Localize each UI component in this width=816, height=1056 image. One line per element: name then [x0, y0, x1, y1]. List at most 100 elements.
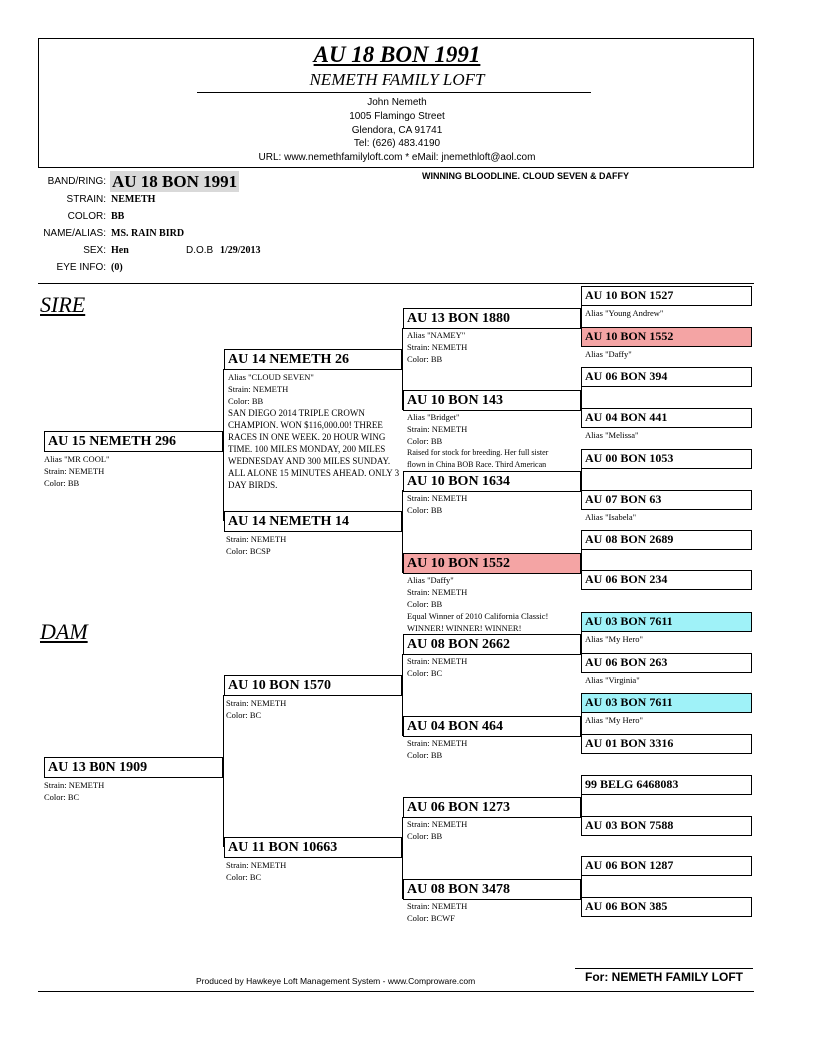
gen2-strain-1: Strain: NEMETH [228, 384, 289, 394]
gen4-alias-4: Alias "Melissa" [585, 430, 639, 440]
gen2-alias-1: Alias "CLOUD SEVEN" [228, 372, 314, 382]
header-box: AU 18 BON 1991 NEMETH FAMILY LOFT John N… [38, 38, 754, 168]
gen3-band-1[interactable]: AU 13 BON 1880 [403, 308, 581, 329]
gen4-band-10[interactable]: AU 06 BON 263 [581, 653, 752, 673]
gen3-strain-5: Strain: NEMETH [407, 656, 468, 666]
gen3-band-4[interactable]: AU 10 BON 1552 [403, 553, 581, 574]
dob-label: D.O.B [186, 245, 214, 256]
gen2-band-1[interactable]: AU 14 NEMETH 26 [224, 349, 402, 370]
gen4-alias-1: Alias "Young Andrew" [585, 308, 664, 318]
gen3-band-2[interactable]: AU 10 BON 143 [403, 390, 581, 411]
connector [581, 866, 582, 907]
gen2-info-1: Alias "CLOUD SEVEN" Strain: NEMETH Color… [228, 371, 402, 491]
owner-city: Glendora, CA 91741 [351, 124, 443, 136]
band-value: AU 18 BON 1991 [110, 171, 240, 192]
gen4-band-1[interactable]: AU 10 BON 1527 [581, 286, 752, 306]
gen4-band-13[interactable]: 99 BELG 6468083 [581, 775, 752, 795]
gen3-info-3: Strain: NEMETH Color: BB [407, 492, 467, 516]
sire-info: Alias "MR COOL" Strain: NEMETH Color: BB [44, 453, 110, 489]
dam-band[interactable]: AU 13 B0N 1909 [44, 757, 223, 778]
gen3-strain-4: Strain: NEMETH [407, 587, 468, 597]
gen2-color-1: Color: BB [228, 396, 264, 406]
owner-tel: Tel: (626) 483.4190 [353, 138, 441, 150]
gen3-color-6: Color: BB [407, 750, 443, 760]
sire-strain: Strain: NEMETH [44, 466, 105, 476]
gen2-band-2[interactable]: AU 14 NEMETH 14 [224, 511, 402, 532]
eye-label: EYE INFO: [56, 262, 106, 273]
gen3-notes-4b: WINNER! WINNER! WINNER! [407, 623, 522, 633]
gen4-alias-10: Alias "Virginia" [585, 675, 640, 685]
gen3-band-8[interactable]: AU 08 BON 3478 [403, 879, 581, 900]
gen4-band-2[interactable]: AU 10 BON 1552 [581, 327, 752, 347]
name-value: MS. RAIN BIRD [111, 228, 185, 239]
info-divider [38, 283, 754, 284]
sire-band[interactable]: AU 15 NEMETH 296 [44, 431, 223, 452]
gen4-alias-6: Alias "Isabela" [585, 512, 637, 522]
gen4-band-8[interactable]: AU 06 BON 234 [581, 570, 752, 590]
gen4-band-15[interactable]: AU 06 BON 1287 [581, 856, 752, 876]
gen3-info-8: Strain: NEMETH Color: BCWF [407, 900, 467, 924]
gen3-info-2: Alias "Bridget" Strain: NEMETH Color: BB… [407, 411, 581, 471]
gen3-info-5: Strain: NEMETH Color: BC [407, 655, 467, 679]
connector [402, 328, 403, 410]
gen3-band-6[interactable]: AU 04 BON 464 [403, 716, 581, 737]
connector [581, 296, 582, 337]
gen2-color-2: Color: BCSP [226, 546, 271, 556]
footer-divider [38, 991, 754, 992]
gen4-band-3[interactable]: AU 06 BON 394 [581, 367, 752, 387]
gen3-color-4: Color: BB [407, 599, 443, 609]
gen3-band-5[interactable]: AU 08 BON 2662 [403, 634, 581, 655]
gen2-strain-4: Strain: NEMETH [226, 860, 287, 870]
gen3-band-3[interactable]: AU 10 BON 1634 [403, 471, 581, 492]
sex-value: Hen [111, 245, 129, 256]
for-loft: For: NEMETH FAMILY LOFT [575, 968, 753, 984]
strain-label: STRAIN: [66, 194, 106, 205]
gen3-color-3: Color: BB [407, 505, 443, 515]
owner-street: 1005 Flamingo Street [349, 110, 445, 122]
gen4-alias-11: Alias "My Hero" [585, 715, 643, 725]
gen3-info-6: Strain: NEMETH Color: BB [407, 737, 467, 761]
gen3-strain-1: Strain: NEMETH [407, 342, 468, 352]
name-label: NAME/ALIAS: [43, 228, 106, 239]
gen4-band-5[interactable]: AU 00 BON 1053 [581, 449, 752, 469]
connector [402, 490, 403, 573]
gen2-band-4[interactable]: AU 11 BON 10663 [224, 837, 402, 858]
gen4-band-16[interactable]: AU 06 BON 385 [581, 897, 752, 917]
gen3-strain-8: Strain: NEMETH [407, 901, 468, 911]
gen4-band-9[interactable]: AU 03 BON 7611 [581, 612, 752, 632]
gen3-info-4: Alias "Daffy" Strain: NEMETH Color: BB E… [407, 574, 582, 634]
gen4-alias-2: Alias "Daffy" [585, 349, 632, 359]
gen4-band-14[interactable]: AU 03 BON 7588 [581, 816, 752, 836]
dam-strain: Strain: NEMETH [44, 780, 105, 790]
gen2-color-4: Color: BC [226, 872, 262, 882]
dam-info: Strain: NEMETH Color: BC [44, 779, 104, 803]
gen3-notes-2b: flown in China BOB Race. Third American [407, 460, 547, 469]
gen4-band-7[interactable]: AU 08 BON 2689 [581, 530, 752, 550]
gen2-info-2: Strain: NEMETH Color: BCSP [226, 533, 286, 557]
connector [581, 540, 582, 581]
gen2-strain-2: Strain: NEMETH [226, 534, 287, 544]
dam-color: Color: BC [44, 792, 80, 802]
gen3-alias-1: Alias "NAMEY" [407, 330, 466, 340]
gen4-band-12[interactable]: AU 01 BON 3316 [581, 734, 752, 754]
gen2-color-3: Color: BC [226, 710, 262, 720]
gen3-strain-6: Strain: NEMETH [407, 738, 468, 748]
gen3-strain-3: Strain: NEMETH [407, 493, 468, 503]
gen3-band-7[interactable]: AU 06 BON 1273 [403, 797, 581, 818]
connector [581, 622, 582, 663]
gen4-band-6[interactable]: AU 07 BON 63 [581, 490, 752, 510]
gen3-info-7: Strain: NEMETH Color: BB [407, 818, 467, 842]
gen2-band-3[interactable]: AU 10 BON 1570 [224, 675, 402, 696]
dob-value: 1/29/2013 [220, 245, 261, 256]
dam-heading: DAM [40, 619, 88, 644]
gen3-strain-2: Strain: NEMETH [407, 424, 468, 434]
gen2-strain-3: Strain: NEMETH [226, 698, 287, 708]
strain-value: NEMETH [111, 194, 156, 205]
color-label: COLOR: [67, 211, 106, 222]
gen2-info-3: Strain: NEMETH Color: BC [226, 697, 286, 721]
gen4-band-4[interactable]: AU 04 BON 441 [581, 408, 752, 428]
connector [223, 695, 224, 847]
gen4-band-11[interactable]: AU 03 BON 7611 [581, 693, 752, 713]
pedigree-title: AU 18 BON 1991 [313, 42, 481, 67]
gen3-notes-4a: Equal Winner of 2010 California Classic! [407, 611, 549, 621]
